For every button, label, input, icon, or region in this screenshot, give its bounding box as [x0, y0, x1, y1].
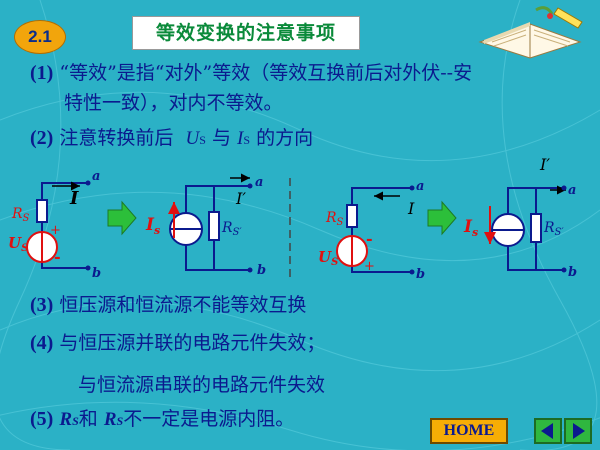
item-2: (2) 注意转换前后 US 与 IS 的方向 [30, 123, 313, 150]
item-2-mid: 与 [211, 127, 231, 149]
svg-text:+: + [364, 259, 375, 274]
svg-text:RS′: RS′ [221, 220, 242, 238]
item-1-continued: 特性一致），对内不等效。 [64, 88, 283, 115]
item-5-rs-prime: RS [103, 409, 124, 430]
item-4-number: (4) [30, 332, 54, 354]
transform-arrow-icon-2 [427, 200, 457, 236]
svg-text:US: US [318, 248, 338, 268]
item-4: (4) 与恒压源并联的电路元件失效； [30, 328, 325, 355]
item-4-text-cont: 与恒流源串联的电路元件失效 [78, 374, 326, 396]
item-1-text-cont: 特性一致），对内不等效。 [64, 92, 283, 114]
item-1: (1) “等效”是指“对外”等效（等效互换前后对外伏--安 [30, 58, 472, 85]
item-5-number: (5) [30, 408, 54, 430]
item-5-mid: 和 [78, 408, 98, 430]
svg-text:Is: Is [145, 215, 160, 237]
next-slide-button[interactable] [564, 418, 592, 444]
svg-text:a: a [568, 183, 576, 198]
item-1-text: “等效”是指“对外”等效（等效互换前后对外伏--安 [59, 62, 473, 84]
arrow-right-icon [573, 423, 585, 439]
rs-label: RS [11, 206, 30, 224]
home-button[interactable]: HOME [430, 418, 508, 444]
prev-slide-button[interactable] [534, 418, 562, 444]
svg-text:Is: Is [463, 217, 478, 239]
notebook-icon [478, 6, 583, 59]
us-label: US [8, 234, 28, 254]
svg-text:I′: I′ [235, 189, 246, 208]
item-4-text: 与恒压源并联的电路元件失效； [59, 332, 326, 354]
item-1-number: (1) [30, 62, 54, 84]
svg-text:I: I [407, 199, 415, 218]
svg-text:-: - [366, 229, 373, 248]
item-3-text: 恒压源和恒流源不能等效互换 [59, 294, 307, 316]
node-a-label: a [92, 169, 100, 184]
item-5-rs: RS [59, 409, 79, 430]
plus-sign: + [50, 223, 61, 238]
item-4-continued: 与恒流源串联的电路元件失效 [78, 370, 325, 397]
current-label: I [69, 188, 79, 209]
transform-arrow-icon [107, 200, 137, 236]
svg-text:RS′: RS′ [543, 220, 564, 238]
node-b-label: b [92, 266, 101, 281]
item-5-post: 不一定是电源内阻。 [123, 408, 295, 430]
item-5: (5) RS和 RS不一定是电源内阻。 [30, 404, 294, 431]
item-2-post: 的方向 [256, 127, 314, 149]
minus-sign: - [54, 247, 61, 266]
svg-text:I′: I′ [539, 155, 550, 174]
svg-text:a: a [416, 179, 424, 194]
item-2-sym-us: US [185, 128, 206, 149]
svg-text:b: b [568, 265, 577, 280]
section-badge: 2.1 [14, 20, 66, 54]
slide-title: 等效变换的注意事项 [132, 16, 360, 50]
svg-text:RS: RS [325, 210, 344, 228]
svg-text:b: b [257, 263, 266, 278]
circuit-2-current-source [185, 185, 250, 271]
item-3: (3) 恒压源和恒流源不能等效互换 [30, 290, 306, 317]
item-2-number: (2) [30, 127, 54, 149]
item-2-pre: 注意转换前后 [59, 127, 174, 149]
arrow-left-icon [541, 423, 553, 439]
svg-text:a: a [255, 175, 263, 190]
item-2-sym-is: IS [237, 128, 251, 149]
item-3-number: (3) [30, 294, 54, 316]
svg-text:b: b [416, 267, 425, 282]
